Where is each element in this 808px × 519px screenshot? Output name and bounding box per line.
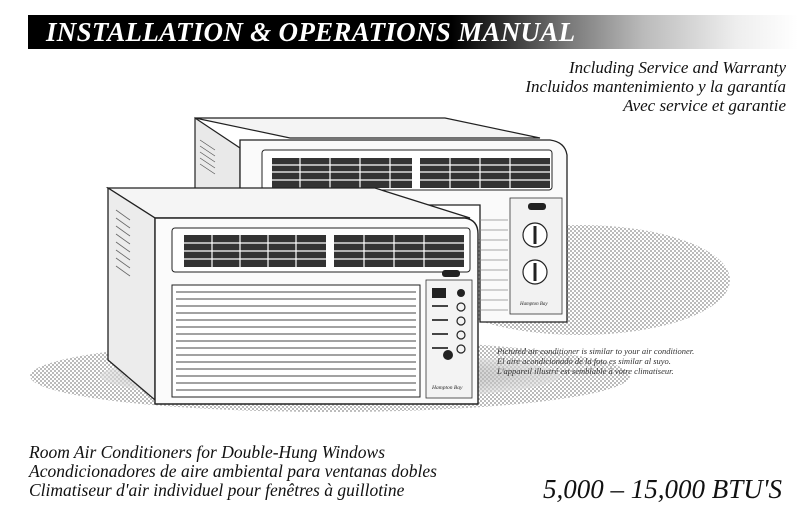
title-banner: INSTALLATION & OPERATIONS MANUAL xyxy=(28,15,798,49)
caption-spanish: El aire acondicionado de la foto es simi… xyxy=(497,356,671,366)
manual-title: INSTALLATION & OPERATIONS MANUAL xyxy=(46,17,576,47)
front-air-conditioner: Hampton Bay xyxy=(105,186,479,405)
caption-french: L'appareil illustré est semblable à votr… xyxy=(497,366,674,376)
product-english: Room Air Conditioners for Double-Hung Wi… xyxy=(29,442,386,462)
subtitle-english: Including Service and Warranty xyxy=(568,58,786,77)
subtitle-spanish: Incluidos mantenimiento y la garantía xyxy=(525,77,786,96)
caption-english: Pictured air conditioner is similar to y… xyxy=(497,346,695,356)
product-french: Climatiseur d'air individuel pour fenêtr… xyxy=(29,480,405,500)
brand-label-front: Hampton Bay xyxy=(431,385,463,391)
brand-label-back: Hampton Bay xyxy=(519,302,548,307)
subtitle-french: Avec service et garantie xyxy=(623,96,786,115)
btu-capacity: 5,000 – 15,000 BTU'S xyxy=(542,474,782,504)
product-description: Room Air Conditioners for Double-Hung Wi… xyxy=(29,443,437,500)
subtitle-block: Including Service and Warranty Incluidos… xyxy=(525,58,786,115)
illustration-caption: Pictured air conditioner is similar to y… xyxy=(497,346,694,376)
product-spanish: Acondicionadores de aire ambiental para … xyxy=(29,461,437,481)
air-conditioner-illustration: Hampton Bay xyxy=(30,116,730,412)
